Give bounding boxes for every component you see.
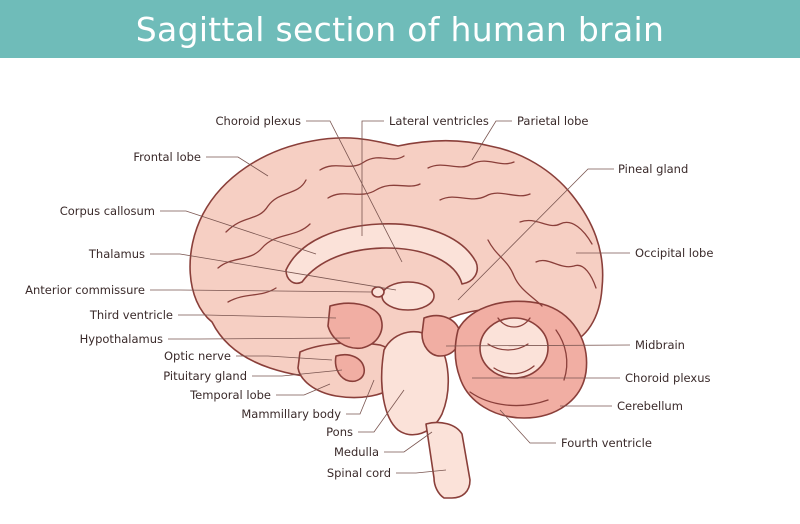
leader-line: [168, 337, 351, 340]
leader-line: [346, 379, 375, 415]
label-choroid-plexus-top: Choroid plexus: [216, 114, 301, 128]
leader-line: [384, 431, 433, 453]
title-bar: Sagittal section of human brain: [0, 0, 800, 58]
top-labels: Choroid plexus Lateral ventricles Pariet…: [216, 114, 589, 128]
label-lateral-ventricles: Lateral ventricles: [389, 114, 489, 128]
leader-line: [150, 289, 373, 293]
label-pineal-gland: Pineal gland: [618, 162, 688, 176]
leader-line: [276, 383, 331, 396]
label-pons: Pons: [326, 425, 353, 439]
label-corpus-callosum: Corpus callosum: [60, 204, 155, 218]
medulla-spinal-cord-shape: [425, 421, 471, 499]
leader-line: [178, 314, 337, 319]
cerebellum-folia: [469, 391, 549, 407]
leader-line: [499, 409, 556, 444]
label-anterior-commissure: Anterior commissure: [25, 283, 145, 297]
gyrus-fold: [519, 219, 593, 245]
leader-line: [445, 344, 631, 347]
label-hypothalamus: Hypothalamus: [80, 332, 163, 346]
leader-line: [361, 120, 384, 236]
leader-lines: [150, 120, 631, 474]
gyrus-fold: [487, 239, 543, 307]
leader-line: [396, 469, 447, 474]
label-mammillary-body: Mammillary body: [241, 407, 341, 421]
label-midbrain: Midbrain: [635, 338, 685, 352]
cerebellum-folia: [497, 317, 531, 328]
gyrus-fold: [535, 259, 597, 289]
leader-line: [471, 120, 512, 161]
pons-shape: [380, 331, 450, 436]
label-temporal-lobe: Temporal lobe: [189, 388, 271, 402]
label-medulla: Medulla: [334, 445, 379, 459]
gyrus-fold: [427, 160, 515, 169]
page-title: Sagittal section of human brain: [135, 9, 665, 49]
leader-line: [160, 210, 317, 255]
label-choroid-plexus-right: Choroid plexus: [625, 371, 710, 385]
label-frontal-lobe: Frontal lobe: [133, 150, 201, 164]
leader-line: [252, 369, 343, 377]
gyrus-fold: [439, 192, 531, 201]
right-labels: Pineal gland Occipital lobe Midbrain Cho…: [561, 162, 713, 450]
gyrus-fold: [327, 183, 421, 199]
label-occipital-lobe: Occipital lobe: [635, 246, 713, 260]
leader-line: [457, 168, 614, 301]
label-fourth-ventricle: Fourth ventricle: [561, 436, 652, 450]
leader-line: [306, 120, 403, 263]
left-labels: Frontal lobe Corpus callosum Thalamus An…: [25, 150, 391, 480]
leader-line: [206, 156, 269, 177]
label-third-ventricle: Third ventricle: [89, 308, 173, 322]
leader-line: [150, 253, 397, 291]
gyrus-fold: [319, 155, 405, 171]
label-optic-nerve: Optic nerve: [164, 349, 231, 363]
gyrus-fold: [217, 223, 311, 269]
label-thalamus: Thalamus: [88, 247, 145, 261]
leader-line: [358, 389, 405, 433]
cerebellum-folia: [555, 329, 568, 381]
label-parietal-lobe: Parietal lobe: [517, 114, 588, 128]
gyrus-fold: [225, 179, 307, 233]
corpus-callosum-shape: [285, 223, 478, 285]
anterior-commissure-shape: [371, 286, 385, 298]
gyrus-fold: [227, 287, 277, 303]
third-ventricle-shape: [327, 302, 383, 350]
cerebellum-folia: [493, 365, 535, 375]
brain-drawing: [189, 137, 604, 499]
label-spinal-cord: Spinal cord: [327, 466, 391, 480]
thalamus-shape: [381, 281, 435, 311]
label-pituitary-gland: Pituitary gland: [163, 369, 247, 383]
leader-line: [236, 355, 333, 361]
label-cerebellum: Cerebellum: [617, 399, 683, 413]
